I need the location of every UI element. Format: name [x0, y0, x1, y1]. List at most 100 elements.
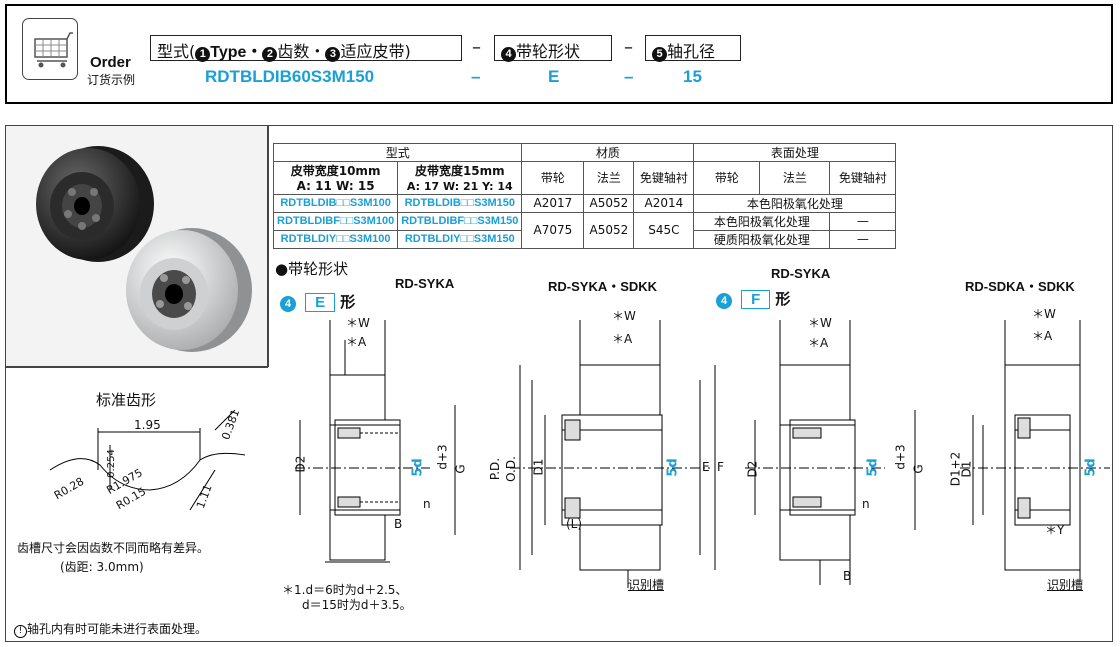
- th-s-flange: 法兰: [759, 161, 831, 195]
- footnote-2: d＝15时为d＋3.5。: [302, 598, 412, 612]
- type-prefix: 型式(: [157, 42, 196, 61]
- num-5-icon: 5: [652, 47, 667, 62]
- th-material: 材质: [521, 143, 695, 162]
- order-sublabel: 订货示例: [87, 73, 136, 87]
- row1-code15: RDTBLDIB□□S3M150: [397, 193, 523, 213]
- row3-code15: RDTBLDIY□□S3M150: [397, 229, 523, 249]
- num-4-e-icon: 4: [280, 296, 296, 312]
- row1-m1: A2017: [521, 193, 585, 213]
- footer-note: !轴孔内有时可能未进行表面处理。: [14, 620, 207, 638]
- d3-w: ＊W: [808, 316, 832, 330]
- order-code-type: RDTBLDIB60S3M150: [205, 67, 375, 86]
- d1-d2: D2: [293, 455, 308, 473]
- d2-f: F: [717, 460, 724, 474]
- drawing1-title: RD-SYKA: [395, 276, 455, 291]
- row1-m3: A2014: [633, 193, 695, 213]
- row2-s3: —: [829, 211, 897, 231]
- th-s-pulley: 带轮: [693, 161, 761, 195]
- th-bushing: 免键轴衬: [633, 161, 695, 195]
- frame-left-border: [5, 125, 6, 642]
- tooth-note2: (齿距: 3.0mm): [60, 560, 144, 574]
- dash-4: –: [624, 67, 634, 86]
- row2-code10: RDTBLDIBF□□S3M100: [272, 211, 399, 231]
- d2-pd: P.D.: [488, 457, 503, 481]
- th-dim10: A: 11 W: 15: [272, 179, 399, 195]
- order-example-box: [5, 4, 1113, 104]
- d4-a: ＊A: [1032, 329, 1053, 343]
- d3-b: B: [843, 569, 852, 583]
- drawing3-title: RD-SYKA: [771, 266, 831, 281]
- d3-a: ＊A: [808, 336, 829, 350]
- shape-e-label: 4 E 形: [280, 291, 355, 312]
- product-photo: [5, 125, 268, 367]
- th-surface: 表面处理: [693, 143, 897, 162]
- drawing2-title: RD-SYKA・SDKK: [548, 279, 658, 294]
- drawing-f-syka: [745, 320, 916, 585]
- order-code-bore: 15: [683, 67, 702, 86]
- num-4-f-icon: 4: [716, 293, 732, 309]
- drawing-sdka-sdkk: [960, 320, 1110, 580]
- tooth-d0254: 0.254: [105, 449, 117, 478]
- shopping-cart-icon: [22, 18, 78, 80]
- d1-g: G: [453, 464, 468, 474]
- d1-w: ＊W: [346, 316, 370, 330]
- d2-ident: 识别槽: [628, 578, 665, 592]
- d1-a: ＊A: [346, 335, 367, 349]
- d2-a: ＊A: [612, 332, 633, 346]
- row2-code15: RDTBLDIBF□□S3M150: [397, 211, 523, 231]
- num-3-icon: 3: [325, 47, 341, 62]
- d4-d1: D1: [959, 460, 974, 478]
- d3-g: G: [911, 464, 926, 474]
- info-icon: !: [14, 625, 27, 638]
- th-w15: 皮带宽度15mm: [397, 161, 523, 179]
- row2-surface: 本色阳极氧化处理: [693, 211, 831, 231]
- row3-surface: 硬质阳极氧化处理: [693, 229, 831, 249]
- row1-m2: A5052: [583, 193, 635, 213]
- d2-e: E: [702, 460, 710, 474]
- d3-d3: d+3: [893, 444, 908, 470]
- tooth-note1: 齿槽尺寸会因齿数不同而略有差异。: [17, 541, 210, 555]
- row2-m3: S45C: [633, 211, 695, 249]
- tooth-profile-drawing: [49, 410, 246, 511]
- th-flange: 法兰: [583, 161, 635, 195]
- order-label: Order: [90, 54, 131, 71]
- th-pulley: 带轮: [521, 161, 585, 195]
- d1-b: B: [394, 517, 403, 531]
- row2-m2: A5052: [583, 211, 635, 249]
- d2-d1: D1: [531, 458, 546, 476]
- shapes-title: ●带轮形状: [275, 260, 349, 278]
- d1-n: n: [423, 497, 431, 511]
- row1-surface: 本色阳极氧化处理: [693, 193, 897, 213]
- th-type: 型式: [272, 143, 523, 162]
- order-code-shape: E: [548, 67, 560, 86]
- footnote-1: ＊1.d＝6时为d＋2.5、: [282, 583, 408, 597]
- bore-header-text: 轴孔径: [667, 42, 716, 61]
- shape-e-suffix: 形: [340, 293, 356, 311]
- num-4-icon: 4: [501, 47, 516, 62]
- shape-e-box: E: [305, 293, 336, 312]
- d1-5d: 5d: [410, 458, 426, 477]
- th-w10: 皮带宽度10mm: [272, 161, 399, 179]
- shape-f-label: 4 F 形: [716, 288, 790, 309]
- shape-header-text: 带轮形状: [516, 42, 581, 61]
- d4-w: ＊W: [1032, 307, 1056, 321]
- row2-m1: A7075: [521, 211, 585, 249]
- belt-text: 适应皮带): [340, 42, 411, 61]
- drawing-syka-sdkk: [510, 320, 716, 588]
- d4-ident: 识别槽: [1047, 578, 1084, 592]
- type-text: Type・: [210, 44, 263, 61]
- num-1-icon: 1: [195, 47, 211, 62]
- dash-2: –: [624, 37, 633, 58]
- dash-1: –: [472, 37, 481, 58]
- d4-y: ＊Y: [1045, 523, 1065, 537]
- spec-table: 型式 材质 表面处理 皮带宽度10mm 皮带宽度15mm 带轮 法兰 免键轴衬 …: [272, 143, 897, 249]
- photo-divider: [5, 367, 268, 368]
- row1-code10: RDTBLDIB□□S3M100: [272, 193, 399, 213]
- d3-n: n: [862, 497, 870, 511]
- d3-5d: 5d: [865, 458, 881, 477]
- drawing-e-syka: [295, 320, 456, 563]
- tooth-title: 标准齿形: [96, 391, 157, 409]
- row3-s3: —: [829, 229, 897, 249]
